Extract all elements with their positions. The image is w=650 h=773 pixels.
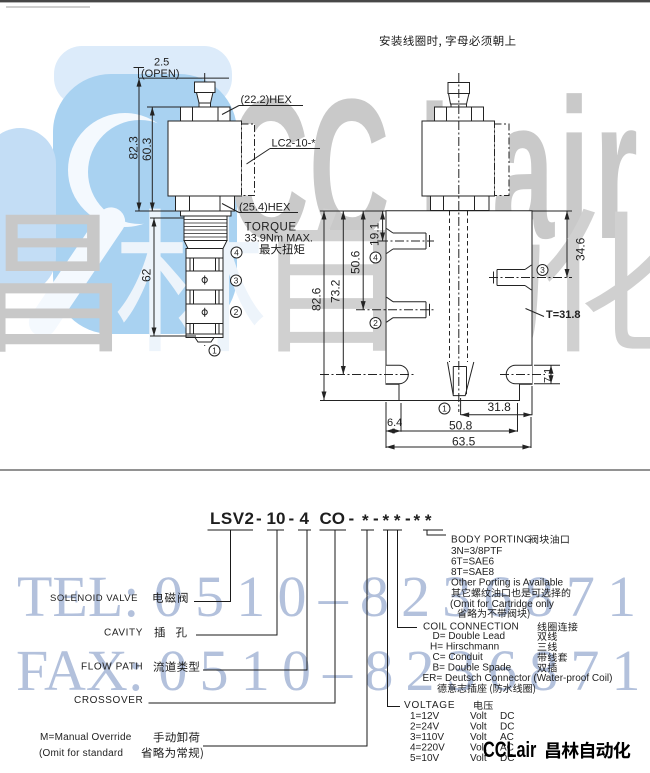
svg-text:-: - bbox=[405, 509, 411, 528]
svg-text:VOLTAGE: VOLTAGE bbox=[404, 700, 455, 711]
svg-text:4: 4 bbox=[300, 509, 310, 528]
svg-text:73.2: 73.2 bbox=[329, 279, 343, 303]
svg-text:Other Porting is Available: Other Porting is Available bbox=[451, 578, 564, 589]
svg-text:-: - bbox=[373, 509, 379, 528]
svg-text:2: 2 bbox=[234, 307, 239, 317]
svg-text:4: 4 bbox=[373, 253, 378, 263]
svg-text:(OPEN): (OPEN) bbox=[141, 68, 180, 80]
svg-text:LSV2: LSV2 bbox=[210, 509, 255, 528]
svg-text:50.6: 50.6 bbox=[349, 250, 363, 274]
svg-text:4=220V: 4=220V bbox=[410, 743, 445, 754]
svg-text:6T=SAE6: 6T=SAE6 bbox=[451, 557, 495, 568]
svg-text:* *: * * bbox=[414, 511, 432, 530]
svg-text:AC: AC bbox=[500, 732, 514, 743]
svg-text:62: 62 bbox=[140, 268, 154, 282]
svg-text:*: * bbox=[362, 511, 369, 530]
svg-text:CAVITY: CAVITY bbox=[104, 628, 143, 639]
svg-text:34.6: 34.6 bbox=[574, 237, 588, 261]
svg-text:82.6: 82.6 bbox=[310, 287, 324, 311]
svg-text:H= Hirschmann: H= Hirschmann bbox=[430, 642, 499, 653]
svg-text:ER= Deutsch Connector (Water-p: ER= Deutsch Connector (Water-proof Coil) bbox=[423, 673, 613, 684]
svg-text:3=110V: 3=110V bbox=[410, 732, 444, 743]
svg-text:M=Manual Override: M=Manual Override bbox=[40, 732, 132, 743]
svg-text:BODY PORTING: BODY PORTING bbox=[451, 535, 532, 546]
svg-text:B= Double Spade: B= Double Spade bbox=[433, 663, 512, 674]
svg-text:2: 2 bbox=[373, 318, 378, 328]
svg-text:8T=SAE8: 8T=SAE8 bbox=[451, 567, 495, 578]
svg-text:CROSSOVER: CROSSOVER bbox=[74, 695, 143, 706]
svg-text:AC: AC bbox=[500, 743, 514, 754]
svg-text:* *: * * bbox=[383, 511, 401, 530]
svg-text:SOLENOID VALVE: SOLENOID VALVE bbox=[50, 593, 138, 604]
svg-text:3: 3 bbox=[234, 276, 239, 286]
svg-text:CCLair: CCLair bbox=[483, 738, 537, 763]
svg-text:1: 1 bbox=[442, 404, 447, 414]
svg-text:LC2-10-*: LC2-10-* bbox=[272, 138, 317, 150]
svg-text:T=31.8: T=31.8 bbox=[546, 309, 581, 321]
svg-text:-: - bbox=[256, 509, 262, 528]
svg-text:82.3: 82.3 bbox=[127, 136, 141, 160]
svg-text:(Omit for Cartridge only: (Omit for Cartridge only bbox=[450, 599, 554, 610]
svg-text:DC: DC bbox=[500, 753, 514, 764]
svg-text:(Omit for standard: (Omit for standard bbox=[39, 748, 123, 759]
svg-text:3N=3/8PTF: 3N=3/8PTF bbox=[451, 546, 502, 557]
svg-text:Volt: Volt bbox=[470, 753, 487, 764]
svg-text:50.8: 50.8 bbox=[449, 419, 473, 433]
svg-text:1: 1 bbox=[212, 346, 217, 356]
svg-text:Volt: Volt bbox=[470, 732, 487, 743]
svg-text:2=24V: 2=24V bbox=[410, 722, 440, 733]
svg-text:19.1: 19.1 bbox=[368, 222, 382, 246]
svg-text:Volt: Volt bbox=[470, 722, 487, 733]
svg-text:FLOW PATH: FLOW PATH bbox=[81, 662, 143, 673]
svg-text:4: 4 bbox=[234, 248, 239, 258]
svg-text:31.8: 31.8 bbox=[488, 400, 512, 414]
svg-text:Volt: Volt bbox=[470, 711, 487, 722]
svg-text:7.1: 7.1 bbox=[543, 368, 555, 383]
svg-text:2.5: 2.5 bbox=[154, 57, 169, 69]
svg-text:C= Conduit: C= Conduit bbox=[433, 652, 484, 663]
svg-text:Volt: Volt bbox=[470, 743, 487, 754]
svg-text:(22.2)HEX: (22.2)HEX bbox=[241, 94, 293, 106]
svg-text:DC: DC bbox=[500, 722, 514, 733]
svg-text:(25.4)HEX: (25.4)HEX bbox=[239, 202, 291, 214]
svg-text:6.4: 6.4 bbox=[387, 417, 402, 429]
svg-text:3: 3 bbox=[540, 265, 545, 275]
svg-text:-: - bbox=[289, 509, 295, 528]
svg-text:D= Double Lead: D= Double Lead bbox=[433, 631, 506, 642]
svg-text:TORQUE: TORQUE bbox=[245, 222, 297, 234]
svg-text:-: - bbox=[349, 509, 355, 528]
svg-text:DC: DC bbox=[500, 711, 514, 722]
svg-text:5=10V: 5=10V bbox=[410, 753, 440, 764]
svg-text:10: 10 bbox=[267, 509, 286, 528]
svg-text:33.9Nm MAX.: 33.9Nm MAX. bbox=[245, 233, 313, 245]
svg-text:1=12V: 1=12V bbox=[410, 711, 440, 722]
svg-text:CO: CO bbox=[320, 509, 346, 528]
svg-text:63.5: 63.5 bbox=[452, 435, 476, 449]
svg-text:60.3: 60.3 bbox=[140, 137, 154, 161]
svg-text:COIL CONNECTION: COIL CONNECTION bbox=[423, 622, 519, 633]
